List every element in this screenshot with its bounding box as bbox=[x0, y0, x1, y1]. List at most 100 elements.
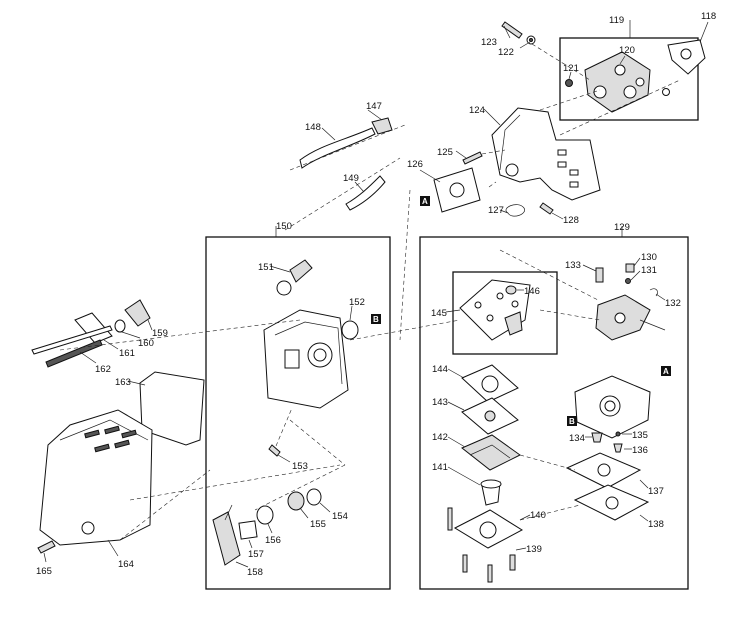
part-139-screw bbox=[509, 554, 516, 571]
label-129: 129 bbox=[614, 222, 630, 233]
label-118: 118 bbox=[701, 11, 716, 22]
intake-manifold-group bbox=[501, 20, 709, 136]
part-131-ball bbox=[625, 278, 631, 284]
part-152-o-ring bbox=[341, 320, 359, 340]
label-150: 150 bbox=[276, 221, 292, 232]
label-135: 135 bbox=[632, 430, 648, 441]
label-164: 164 bbox=[118, 559, 134, 570]
part-128-screw bbox=[539, 202, 554, 215]
label-131: 131 bbox=[641, 265, 657, 276]
part-125-bolt bbox=[462, 151, 483, 165]
part-124-bracket bbox=[491, 107, 601, 201]
part-151-primer bbox=[289, 259, 313, 283]
part-134-needle bbox=[591, 432, 603, 443]
ref-b-mark-right bbox=[567, 416, 577, 426]
part-146-fitting bbox=[505, 285, 517, 295]
part-121-nut bbox=[565, 79, 573, 87]
carburetor-group: A B bbox=[445, 249, 671, 583]
part-149-hose bbox=[345, 175, 386, 211]
label-153: 153 bbox=[292, 461, 308, 472]
part-159-valve bbox=[124, 299, 151, 327]
hose-group bbox=[284, 109, 406, 231]
part-123-bolt bbox=[501, 21, 523, 39]
air-cleaner-base-group: B bbox=[212, 259, 381, 568]
label-160: 160 bbox=[138, 338, 154, 349]
ref-a-mark-right bbox=[661, 366, 671, 376]
label-121: 121 bbox=[563, 63, 579, 74]
label-157: 157 bbox=[248, 549, 264, 560]
label-124: 124 bbox=[469, 105, 485, 116]
label-148: 148 bbox=[305, 122, 321, 133]
label-132: 132 bbox=[665, 298, 681, 309]
part-165-screw bbox=[37, 540, 56, 554]
assembly-box-150 bbox=[205, 236, 391, 590]
label-137: 137 bbox=[648, 486, 664, 497]
ref-b-label-top: B bbox=[373, 315, 379, 324]
label-165: 165 bbox=[36, 566, 52, 577]
part-147-clamp bbox=[371, 117, 393, 135]
label-144: 144 bbox=[432, 364, 448, 375]
label-162: 162 bbox=[95, 364, 111, 375]
part-157-filter bbox=[238, 520, 258, 540]
label-149: 149 bbox=[343, 173, 359, 184]
label-120: 120 bbox=[619, 45, 635, 56]
part-155-ring bbox=[287, 491, 305, 511]
label-151: 151 bbox=[258, 262, 274, 273]
label-161: 161 bbox=[119, 348, 135, 359]
label-119: 119 bbox=[609, 15, 624, 26]
long-bolt-upper bbox=[31, 325, 113, 355]
label-122: 122 bbox=[498, 47, 514, 58]
label-140: 140 bbox=[530, 510, 546, 521]
label-156: 156 bbox=[265, 535, 281, 546]
ref-b-label-right: B bbox=[569, 417, 575, 426]
label-145: 145 bbox=[431, 308, 447, 319]
part-156-washer bbox=[256, 505, 274, 525]
part-135-ball bbox=[615, 431, 621, 437]
label-126: 126 bbox=[407, 159, 423, 170]
label-152: 152 bbox=[349, 297, 365, 308]
part-154-o-ring bbox=[306, 488, 322, 506]
part-130-cap bbox=[625, 263, 635, 273]
label-139: 139 bbox=[526, 544, 542, 555]
label-159: 159 bbox=[152, 328, 168, 339]
label-163: 163 bbox=[115, 377, 131, 388]
cover-group bbox=[31, 299, 341, 563]
part-148-hose bbox=[299, 127, 376, 169]
label-125: 125 bbox=[437, 147, 453, 158]
label-142: 142 bbox=[432, 432, 448, 443]
part-153-screw bbox=[268, 444, 281, 457]
label-146: 146 bbox=[524, 286, 540, 297]
part-number-labels: 118 119 120 121 122 123 124 125 126 127 … bbox=[36, 11, 716, 578]
label-155: 155 bbox=[310, 519, 326, 530]
label-138: 138 bbox=[648, 519, 664, 530]
ref-a-mark bbox=[420, 196, 430, 206]
label-128: 128 bbox=[563, 215, 579, 226]
label-147: 147 bbox=[366, 101, 382, 112]
ref-a-label-right: A bbox=[663, 367, 669, 376]
part-133-screw bbox=[595, 267, 604, 283]
label-127: 127 bbox=[488, 205, 504, 216]
screw-left bbox=[447, 507, 453, 531]
part-158-choke bbox=[212, 511, 241, 566]
label-130: 130 bbox=[641, 252, 657, 263]
label-123: 123 bbox=[481, 37, 497, 48]
label-154: 154 bbox=[332, 511, 348, 522]
label-133: 133 bbox=[565, 260, 581, 271]
part-150-air-cleaner-base bbox=[263, 309, 349, 409]
label-134: 134 bbox=[569, 433, 585, 444]
label-136: 136 bbox=[632, 445, 648, 456]
part-127-clip bbox=[505, 204, 525, 217]
ref-b-mark-top bbox=[371, 314, 381, 324]
ref-a-label: A bbox=[422, 197, 428, 206]
part-136-valve bbox=[613, 443, 623, 453]
part-132-spring bbox=[649, 288, 658, 297]
label-143: 143 bbox=[432, 397, 448, 408]
part-142-body bbox=[461, 434, 521, 471]
assembly-box-119 bbox=[559, 37, 699, 121]
assembly-box-129 bbox=[419, 236, 689, 590]
label-158: 158 bbox=[247, 567, 263, 578]
label-141: 141 bbox=[432, 462, 448, 473]
part-160-washer bbox=[114, 319, 126, 333]
bracket-group: A bbox=[419, 107, 601, 220]
